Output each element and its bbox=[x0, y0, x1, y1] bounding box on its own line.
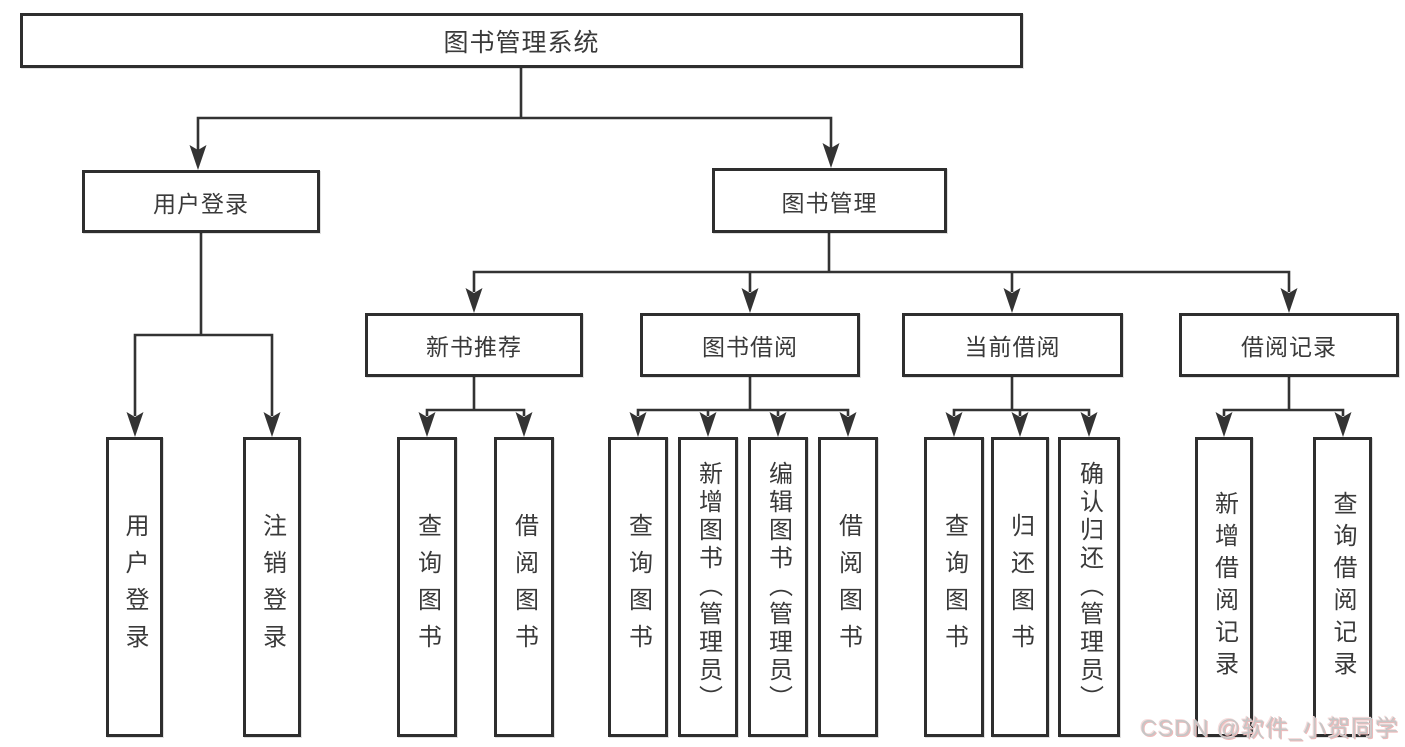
node-cb-return-books: 归还图书 bbox=[991, 437, 1049, 737]
csdn-watermark: CSDN @软件_小贺同学 bbox=[1140, 715, 1399, 741]
node-book-borrowing: 图书借阅 bbox=[640, 313, 860, 377]
user-login-label: 用户登录 bbox=[153, 190, 249, 217]
node-cb-query-books: 查询图书 bbox=[924, 437, 984, 737]
bb-add-books-label: 新增图书（管理员） bbox=[694, 461, 722, 713]
arrowhead-icons bbox=[126, 143, 1352, 437]
system-title-label: 图书管理系统 bbox=[443, 28, 600, 57]
node-borrowing-records: 借阅记录 bbox=[1179, 313, 1399, 377]
node-bb-add-books: 新增图书（管理员） bbox=[678, 437, 738, 737]
bb-borrow-books-label: 借阅图书 bbox=[834, 513, 862, 661]
node-nbr-query-books: 查询图书 bbox=[397, 437, 457, 737]
user-login-leaf-label: 用户登录 bbox=[121, 513, 148, 661]
borrowing-records-label: 借阅记录 bbox=[1241, 334, 1337, 360]
book-borrowing-label: 图书借阅 bbox=[702, 334, 798, 360]
node-logout: 注销登录 bbox=[243, 437, 301, 737]
node-cb-confirm-return: 确认归还（管理员） bbox=[1058, 437, 1120, 737]
node-br-add-record: 新增借阅记录 bbox=[1195, 437, 1253, 737]
nbr-query-books-label: 查询图书 bbox=[413, 513, 441, 661]
cb-query-books-label: 查询图书 bbox=[940, 513, 968, 661]
node-book-management: 图书管理 bbox=[712, 168, 947, 233]
node-bb-edit-books: 编辑图书（管理员） bbox=[748, 437, 808, 737]
br-add-record-label: 新增借阅记录 bbox=[1210, 491, 1238, 683]
cb-return-books-label: 归还图书 bbox=[1006, 513, 1034, 661]
node-bb-query-books: 查询图书 bbox=[608, 437, 668, 737]
cb-confirm-return-label: 确认归还（管理员） bbox=[1075, 461, 1103, 713]
logout-label: 注销登录 bbox=[258, 513, 286, 661]
node-br-query-record: 查询借阅记录 bbox=[1313, 437, 1372, 737]
node-nbr-borrow-books: 借阅图书 bbox=[494, 437, 554, 737]
node-user-login: 用户登录 bbox=[82, 170, 320, 233]
book-management-label: 图书管理 bbox=[781, 189, 878, 216]
node-current-borrowing: 当前借阅 bbox=[902, 313, 1123, 377]
node-bb-borrow-books: 借阅图书 bbox=[818, 437, 878, 737]
bb-edit-books-label: 编辑图书（管理员） bbox=[764, 461, 792, 713]
bb-query-books-label: 查询图书 bbox=[624, 513, 652, 661]
node-user-login-leaf: 用户登录 bbox=[106, 437, 163, 737]
current-borrowing-label: 当前借阅 bbox=[964, 334, 1061, 360]
new-book-recommend-label: 新书推荐 bbox=[426, 334, 522, 360]
node-new-book-recommend: 新书推荐 bbox=[365, 313, 583, 377]
nbr-borrow-books-label: 借阅图书 bbox=[510, 513, 538, 661]
node-system-title: 图书管理系统 bbox=[20, 13, 1023, 68]
br-query-record-label: 查询借阅记录 bbox=[1329, 491, 1356, 683]
